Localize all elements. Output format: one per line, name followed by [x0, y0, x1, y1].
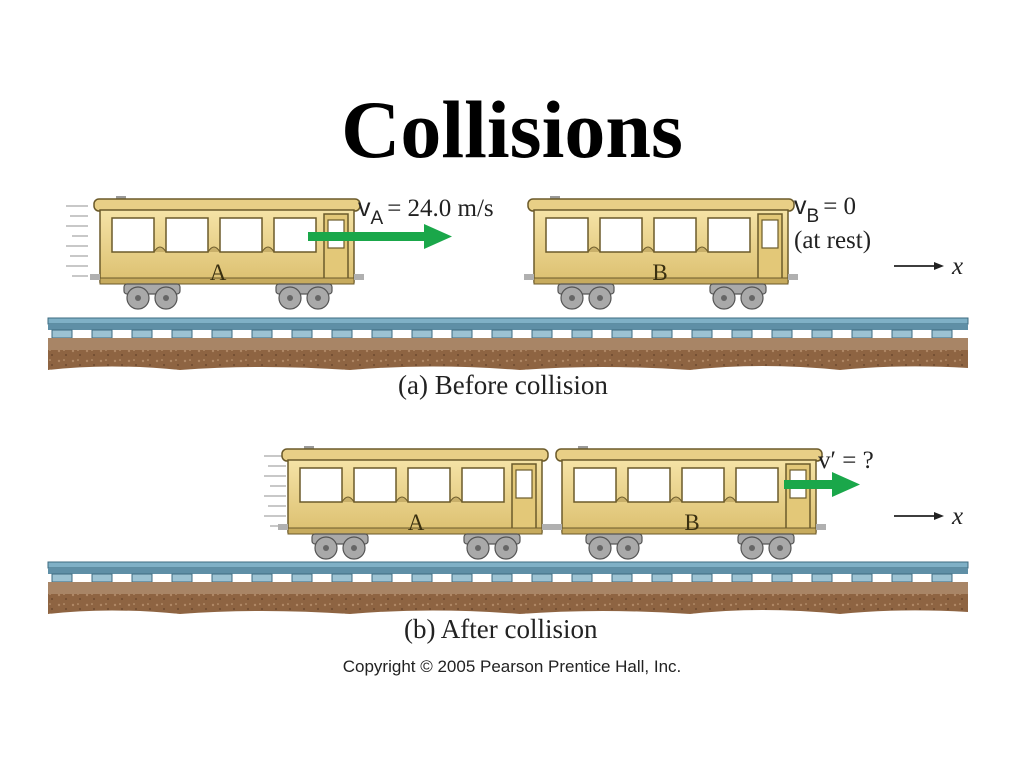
car-a-label: A	[210, 260, 227, 285]
panel-b: A B v′ = ? x (b) After collision	[47, 445, 969, 644]
x-axis-arrow-a: x	[894, 253, 963, 280]
motion-lines-icon	[65, 205, 89, 277]
vb-label: vB= 0	[794, 192, 856, 227]
car-b-after: B	[551, 445, 827, 560]
caption-a: (a) Before collision	[398, 370, 608, 400]
velocity-arrow-a	[308, 224, 452, 249]
car-b-label: B	[652, 260, 667, 285]
car-a-after: A	[277, 445, 553, 560]
track-b	[47, 561, 969, 615]
va-label: vA= 24.0 m/s	[358, 194, 494, 229]
car-a-label: A	[408, 510, 425, 535]
car-a-before: A	[89, 195, 365, 310]
at-rest-note: (at rest)	[794, 227, 871, 254]
copyright-notice: Copyright © 2005 Pearson Prentice Hall, …	[343, 657, 682, 676]
motion-lines-icon	[263, 455, 287, 527]
caption-b: (b) After collision	[404, 614, 598, 644]
svg-text:x: x	[951, 253, 963, 280]
v-prime-label: v′ = ?	[818, 447, 874, 474]
panel-a: A B vA= 24.0 m/s vB= 0 (at rest) x (a) B…	[47, 192, 969, 400]
velocity-arrow-combined	[784, 472, 860, 497]
car-b-before: B	[523, 195, 799, 310]
x-axis-arrow-b: x	[894, 503, 963, 530]
slide-title: Collisions	[341, 84, 683, 175]
svg-text:x: x	[951, 503, 963, 530]
car-b-label: B	[684, 510, 699, 535]
track-a	[47, 317, 969, 371]
